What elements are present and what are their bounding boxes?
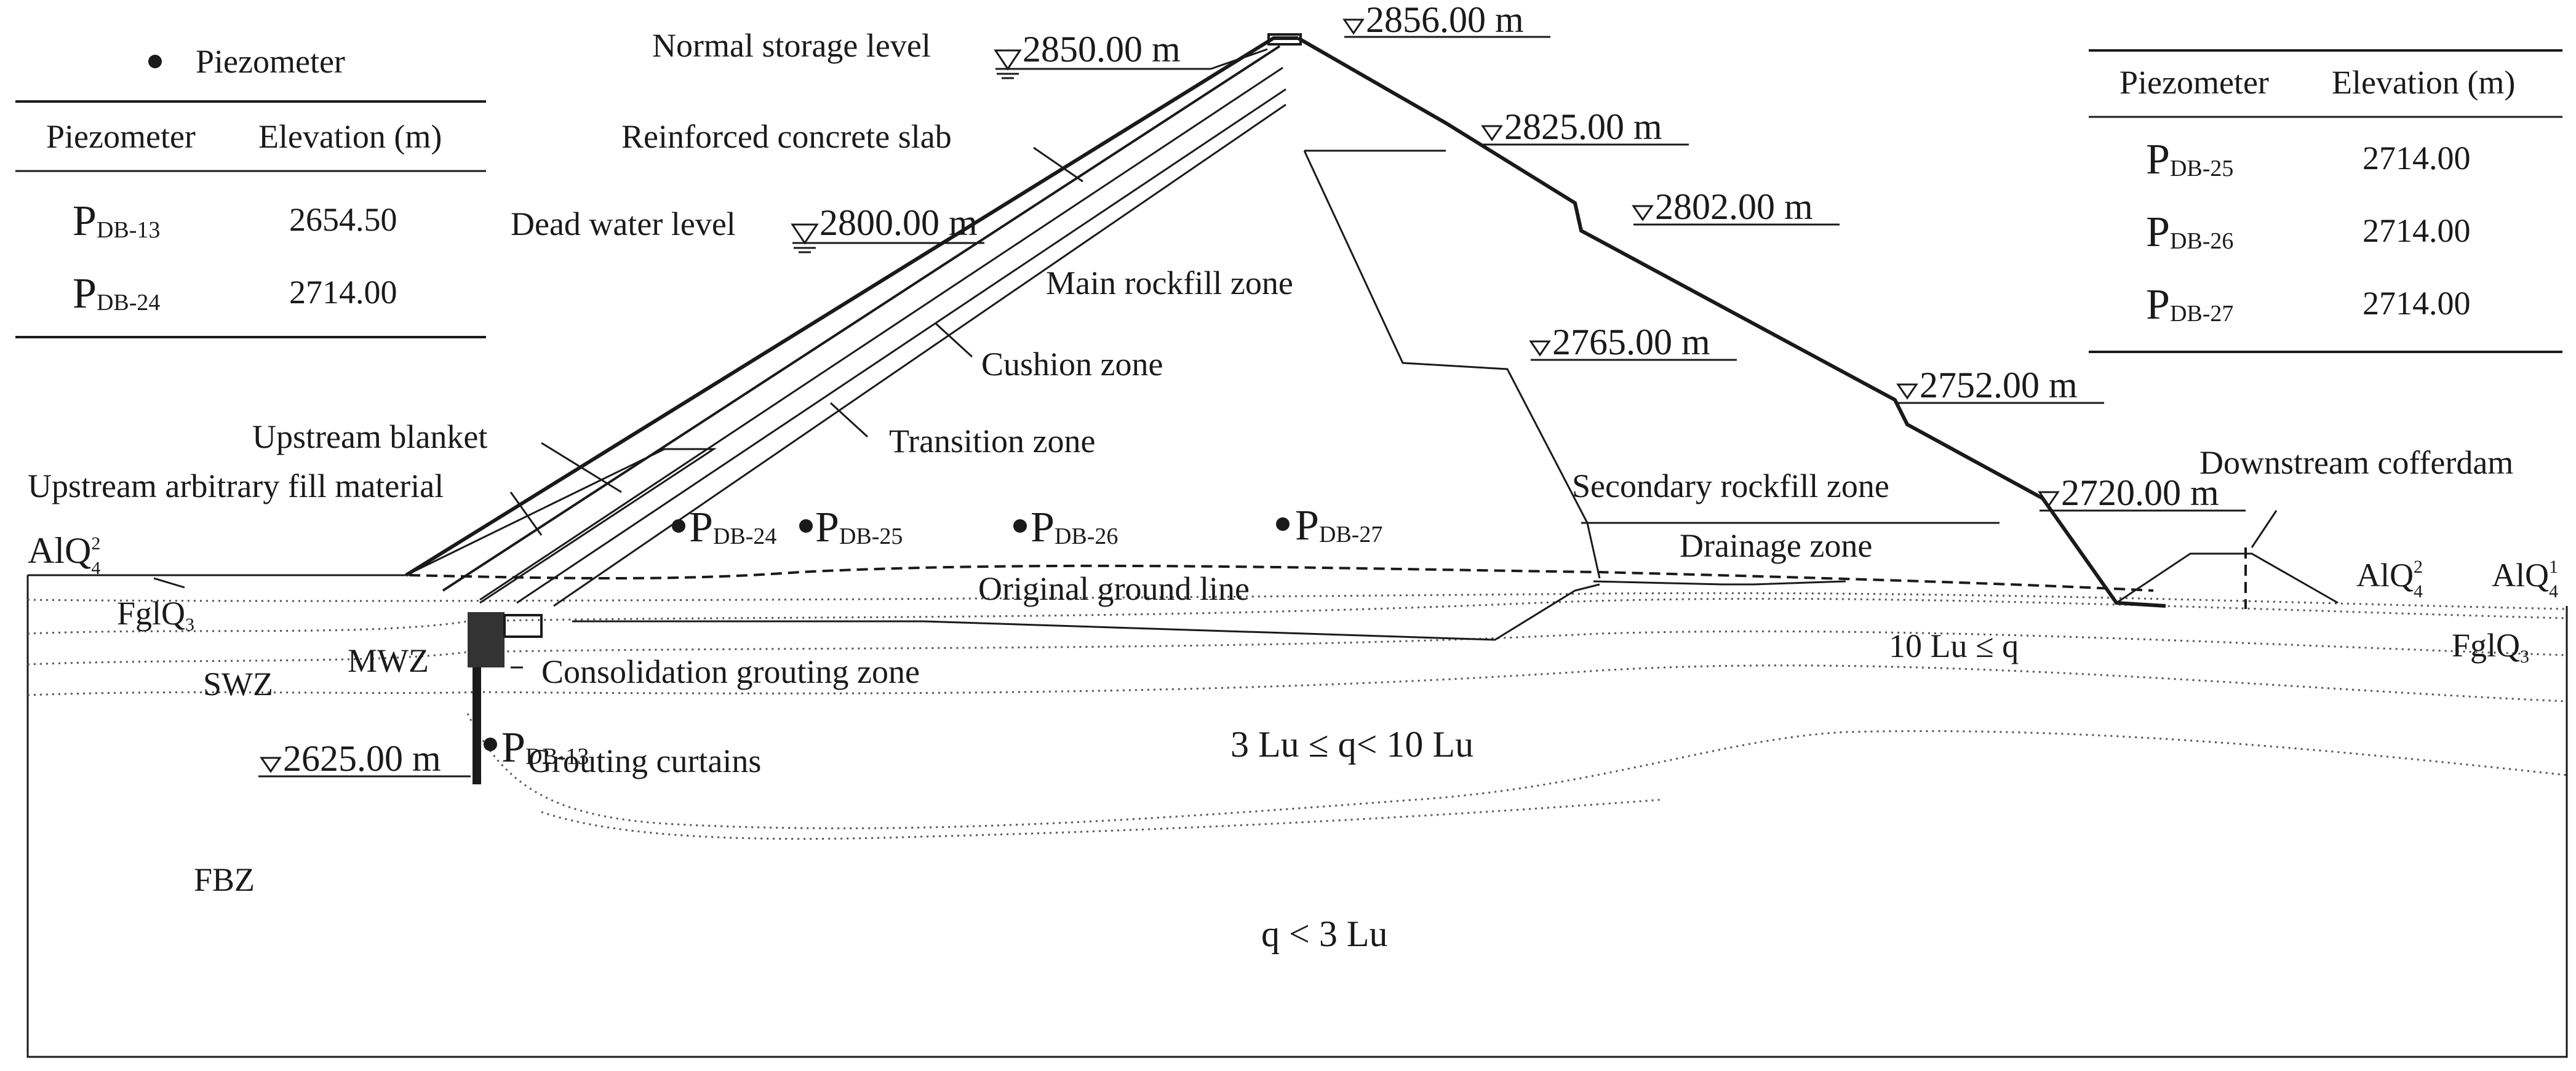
elevation-marker-2625 [258, 757, 471, 778]
table-left-row2-elevation: 2714.00 [289, 274, 397, 311]
elevation-2825: 2825.00 m [1504, 106, 1662, 147]
label-original-ground-line: Original ground line [978, 570, 1250, 607]
piezometer-label-db13: PDB-13 [501, 724, 589, 771]
normal-storage-level-value: 2850.00 m [1023, 29, 1181, 70]
drainage-zone-boundary [1593, 580, 1846, 586]
table-right-row3-piezometer: PDB-27 [2146, 281, 2233, 328]
downstream-cofferdam [2116, 552, 2339, 604]
piezometer-label-db25: PDB-25 [815, 504, 903, 551]
permeability-high: 10 Lu ≤ q [1889, 627, 2019, 664]
piezometer-label-db27: PDB-27 [1295, 502, 1382, 549]
label-secondary-rockfill-zone: Secondary rockfill zone [1572, 468, 1889, 504]
label-upstream-fill: Upstream arbitrary fill material [28, 468, 444, 504]
table-right-row1-piezometer: PDB-25 [2146, 136, 2233, 183]
elevation-marker-2802 [1632, 205, 1840, 226]
cushion-line [479, 66, 1283, 601]
table-left-row1-elevation: 2654.50 [289, 201, 397, 238]
crest-wall [1267, 33, 1302, 46]
table-right-header-piezometer: Piezometer [2119, 64, 2269, 101]
stratum-line-2 [27, 630, 2567, 666]
legend-label: Piezometer [196, 43, 345, 80]
piezometer-label-db26: PDB-26 [1031, 504, 1118, 551]
piezometer-marker-db24 [672, 519, 685, 533]
label-downstream-cofferdam: Downstream cofferdam [2199, 444, 2513, 481]
label-upstream-blanket: Upstream blanket [252, 418, 487, 455]
piezometer-marker-db13 [484, 738, 497, 751]
table-left-header-piezometer: Piezometer [46, 118, 196, 155]
leader-transition [829, 402, 869, 438]
slab-inner-line [442, 45, 1281, 592]
piezometer-marker-db26 [1013, 519, 1027, 533]
table-right-row2-piezometer: PDB-26 [2146, 209, 2233, 256]
upstream-blanket [405, 448, 717, 604]
elevation-crest: 2856.00 m [1366, 0, 1524, 40]
label-transition-zone: Transition zone [889, 423, 1096, 460]
dead-water-level-value: 2800.00 m [819, 202, 978, 243]
grouting-curtain [473, 667, 481, 784]
leader-alq-left [153, 577, 185, 589]
dam-downstream-face [1297, 36, 2166, 608]
stratum-fglq-left: FglQ3 [117, 595, 194, 635]
transition-inner-line [553, 103, 1286, 607]
normal-storage-level-symbol [994, 48, 1268, 79]
stratum-line-1 [27, 597, 2567, 635]
transition-line [516, 88, 1286, 604]
dam-base-line [572, 583, 1600, 641]
stratum-line-5 [541, 798, 1662, 840]
elevation-2625: 2625.00 m [283, 738, 441, 779]
stratum-swz: SWZ [203, 666, 273, 703]
original-ground-line [409, 564, 2154, 592]
leader-slab [1033, 146, 1083, 183]
piezometer-marker-db27 [1276, 517, 1290, 531]
consolidation-grouting-zone [468, 612, 504, 667]
table-right-header-elevation: Elevation (m) [2332, 64, 2515, 101]
table-left-row2-piezometer: PDB-24 [73, 270, 160, 317]
stratum-line-6 [27, 592, 2567, 610]
dead-water-level-symbol [791, 223, 984, 253]
stratum-fbz: FBZ [194, 861, 255, 898]
foundation-frame [26, 575, 2568, 1058]
stratum-fglq-right: FglQ3 [2452, 627, 2529, 667]
table-right-row3-elevation: 2714.00 [2363, 285, 2471, 322]
leader-fill [509, 492, 543, 536]
permeability-low: q < 3 Lu [1261, 914, 1388, 954]
label-reinforced-concrete-slab: Reinforced concrete slab [621, 118, 952, 155]
legend-piezometer-marker [148, 55, 162, 68]
leader-cushion [934, 322, 973, 358]
label-drainage-zone: Drainage zone [1680, 527, 1872, 564]
leader-blanket [541, 442, 622, 493]
table-right-row2-elevation: 2714.00 [2363, 212, 2471, 249]
main-rockfill-boundary [1303, 149, 1601, 579]
elevation-2802: 2802.00 m [1655, 186, 1813, 227]
elevation-marker-2752 [1896, 383, 2104, 404]
elevation-marker-2825 [1481, 125, 1689, 146]
table-right-row1-elevation: 2714.00 [2363, 140, 2471, 177]
piezometer-label-db24: PDB-24 [689, 504, 776, 551]
elevation-2765: 2765.00 m [1552, 322, 1710, 362]
dam-upstream-face [405, 36, 1298, 577]
permeability-mid: 3 Lu ≤ q< 10 Lu [1230, 724, 1473, 765]
cofferdam-leader [2251, 510, 2278, 548]
label-consolidation-grouting-zone: Consolidation grouting zone [541, 653, 920, 690]
stratum-line-4 [466, 713, 2567, 829]
label-cushion-zone: Cushion zone [981, 346, 1163, 383]
table-left-row1-piezometer: PDB-13 [73, 197, 160, 245]
label-grouting-curtains: Grouting curtains [528, 743, 761, 779]
normal-storage-level-label: Normal storage level [652, 27, 931, 64]
elevation-marker-2856 [1342, 18, 1550, 38]
dead-water-level-label: Dead water level [511, 205, 736, 242]
label-main-rockfill-zone: Main rockfill zone [1046, 265, 1293, 301]
elevation-marker-2720 [2038, 491, 2246, 512]
consolidation-grouting-cap [503, 614, 543, 638]
elevation-marker-2765 [1529, 340, 1737, 361]
stratum-mwz: MWZ [348, 642, 429, 679]
table-left-header-elevation: Elevation (m) [258, 118, 442, 155]
elevation-2752: 2752.00 m [1920, 365, 2078, 405]
piezometer-marker-db25 [799, 519, 813, 533]
elevation-2720: 2720.00 m [2061, 472, 2219, 513]
